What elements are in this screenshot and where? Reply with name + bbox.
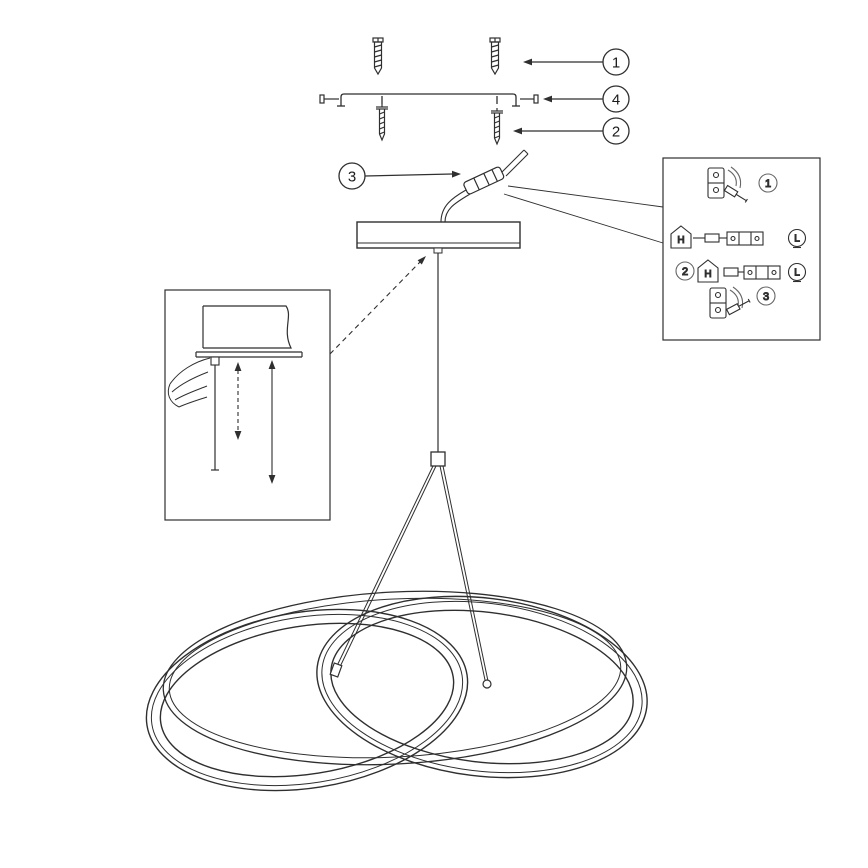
- wire-plug-icon: [725, 298, 751, 316]
- cable-lock: [210, 356, 220, 366]
- cable-connector: [463, 166, 505, 195]
- lamp-l-label-1: L: [794, 234, 800, 245]
- ring-attachment-left: [329, 662, 343, 678]
- height-inset-leader: [329, 256, 426, 355]
- terminal-block-icon: [743, 265, 781, 280]
- lamp-cord-left: [334, 465, 437, 672]
- wiring-step2-row: 2 H L: [675, 259, 807, 283]
- canopy-cable-loop: [440, 189, 471, 223]
- wall-plug-left: [372, 37, 384, 75]
- wiring-step1-row: 1: [707, 166, 778, 203]
- callout-4: 4: [543, 85, 630, 113]
- bracket-screw-right: [520, 94, 539, 104]
- wiring-inset-frame: [662, 157, 821, 341]
- screw-left: [375, 103, 389, 141]
- lamp-ring-left: [145, 608, 469, 792]
- cable-adjuster-bead: [430, 451, 446, 467]
- lamp-ring-right: [316, 595, 648, 779]
- hand-icon: [167, 357, 211, 408]
- callout-1-number: 1: [612, 54, 620, 71]
- wiring-inset: 1 H L 2 H: [662, 157, 821, 341]
- house-h-label-1: H: [677, 235, 684, 246]
- mounting-bracket: [337, 93, 520, 107]
- callout-2-number: 2: [612, 123, 620, 140]
- canopy-detail: [202, 305, 292, 349]
- mains-cord: [501, 149, 529, 177]
- height-arrow-dashed: [234, 362, 242, 440]
- lamp-icon: [787, 262, 807, 282]
- callout-2: 2: [513, 117, 630, 145]
- height-adjust-inset: [164, 289, 331, 521]
- wiring-step-3-number: 3: [763, 291, 769, 303]
- callout-4-number: 4: [612, 91, 620, 108]
- lamp-l-label-2: L: [794, 268, 800, 279]
- wiring-inset-leaders: [503, 185, 664, 244]
- callout-3: 3: [338, 162, 461, 190]
- height-inset-frame: [164, 289, 331, 521]
- callout-3-number: 3: [348, 168, 356, 185]
- house-h-label-2: H: [704, 269, 711, 280]
- wiring-step-1-number: 1: [765, 178, 771, 190]
- wiring-hl-row-1: H L: [670, 225, 807, 249]
- bracket-screw-left: [319, 94, 339, 104]
- wiring-step-2-number: 2: [682, 266, 688, 278]
- terminal-block-icon: [726, 231, 764, 246]
- canopy: [356, 221, 521, 254]
- wiring-step3-row: 3: [709, 286, 776, 319]
- lamp-ring-sweep: [162, 590, 628, 766]
- ring-attachment-right: [482, 679, 492, 689]
- lamp-rings: [145, 590, 648, 792]
- screw-right: [490, 107, 504, 145]
- lamp-cord-right: [439, 465, 489, 682]
- height-arrow-solid: [268, 360, 276, 484]
- callout-1: 1: [523, 48, 630, 76]
- lamp-icon: [787, 228, 807, 248]
- wire-plug-icon: [723, 184, 748, 203]
- inset-cable: [211, 365, 219, 471]
- wall-plug-right: [489, 37, 501, 75]
